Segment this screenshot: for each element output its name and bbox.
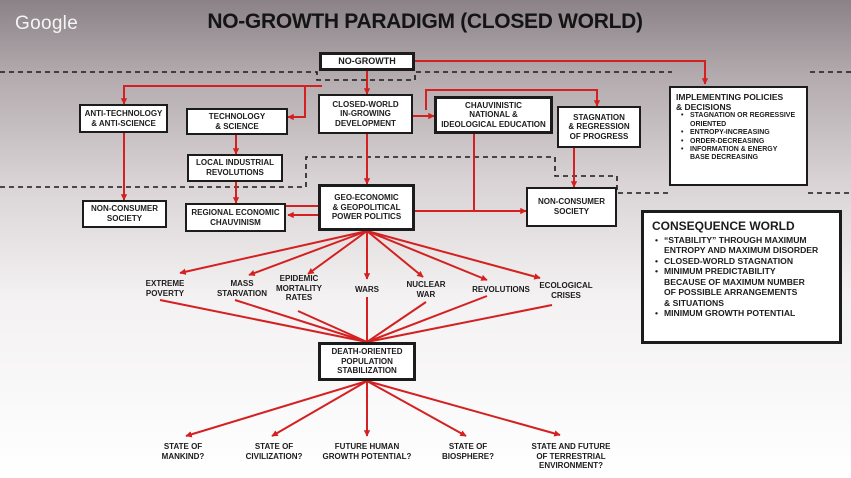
question-state-of-biosphere: STATE OF BIOSPHERE? bbox=[441, 442, 494, 461]
consequence-item: “STABILITY” THROUGH MAXIMUM ENTROPY AND … bbox=[652, 235, 831, 256]
outcome-revolutions: REVOLUTIONS bbox=[472, 285, 530, 294]
outcome-ecological-crises: ECOLOGICAL CRISES bbox=[539, 281, 593, 300]
google-logo: Google bbox=[15, 13, 79, 34]
question-state-of-mankind: STATE OF MANKIND? bbox=[161, 442, 205, 461]
outcome-mass-starvation: MASS STARVATION bbox=[216, 279, 268, 298]
consequence-world-box: CONSEQUENCE WORLD “STABILITY” THROUGH MA… bbox=[641, 210, 842, 344]
consequence-item: MINIMUM GROWTH POTENTIAL bbox=[652, 308, 831, 319]
box-anti-technology: ANTI-TECHNOLOGY & ANTI-SCIENCE bbox=[79, 104, 168, 133]
question-terrestrial-environment: STATE AND FUTURE OF TERRESTRIAL ENVIRONM… bbox=[531, 442, 611, 471]
edge-to-stagnation bbox=[425, 89, 601, 110]
outcome-nuclear-war: NUCLEAR WAR bbox=[406, 280, 446, 299]
edge-closedworld-antitech bbox=[120, 85, 322, 105]
box-geo-economic: GEO-ECONOMIC & GEOPOLITICAL POWER POLITI… bbox=[318, 184, 415, 231]
edge-to-tech-science bbox=[287, 86, 306, 121]
consequence-heading: CONSEQUENCE WORLD bbox=[652, 219, 795, 233]
box-local-industrial: LOCAL INDUSTRIAL REVOLUTIONS bbox=[187, 154, 283, 182]
consequence-item: CLOSED-WORLD STAGNATION bbox=[652, 256, 831, 267]
lower-boundary-line bbox=[0, 156, 669, 194]
box-death-oriented: DEATH-ORIENTED POPULATION STABILIZATION bbox=[318, 342, 416, 381]
upper-boundary-line bbox=[0, 71, 672, 81]
box-technology-science: TECHNOLOGY & SCIENCE bbox=[186, 108, 288, 135]
red-connectors bbox=[120, 60, 709, 438]
box-regional-chauvinism: REGIONAL ECONOMIC CHAUVINISM bbox=[185, 203, 286, 232]
outcome-wars: WARS bbox=[355, 285, 379, 294]
fan-to-questions bbox=[185, 380, 561, 438]
box-non-consumer-left: NON-CONSUMER SOCIETY bbox=[82, 200, 167, 228]
fan-to-outcomes bbox=[179, 230, 541, 281]
box-closed-world: CLOSED-WORLD IN-GROWING DEVELOPMENT bbox=[318, 94, 413, 134]
converge-to-death-oriented bbox=[159, 295, 553, 343]
outcome-extreme-poverty: EXTREME POVERTY bbox=[145, 279, 185, 298]
implementing-item: ORDER-DECREASING bbox=[676, 138, 801, 147]
implementing-policies-box: IMPLEMENTING POLICIES & DECISIONS STAGNA… bbox=[669, 86, 808, 186]
outcome-epidemic-mortality: EPIDEMIC MORTALITY RATES bbox=[275, 274, 323, 303]
edge-nogrowth-implementing bbox=[415, 60, 709, 85]
page-title: NO-GROWTH PARADIGM (CLOSED WORLD) bbox=[207, 10, 643, 33]
box-stagnation: STAGNATION & REGRESSION OF PROGRESS bbox=[557, 106, 641, 148]
implementing-item: ENTROPY-INCREASING bbox=[676, 129, 801, 138]
question-future-growth: FUTURE HUMAN GROWTH POTENTIAL? bbox=[322, 442, 412, 461]
box-no-growth: NO-GROWTH bbox=[319, 52, 415, 71]
implementing-heading: IMPLEMENTING POLICIES & DECISIONS bbox=[676, 92, 784, 113]
consequence-item: MINIMUM PREDICTABILITY BECAUSE OF MAXIMU… bbox=[652, 266, 831, 308]
box-non-consumer-right: NON-CONSUMER SOCIETY bbox=[526, 187, 617, 227]
implementing-item: STAGNATION OR REGRESSIVE ORIENTED bbox=[676, 112, 801, 129]
box-chauvinistic: CHAUVINISTIC NATIONAL & IDEOLOGICAL EDUC… bbox=[434, 96, 553, 134]
implementing-item: INFORMATION & ENERGY BASE DECREASING bbox=[676, 146, 801, 163]
question-state-of-civilization: STATE OF CIVILIZATION? bbox=[245, 442, 303, 461]
